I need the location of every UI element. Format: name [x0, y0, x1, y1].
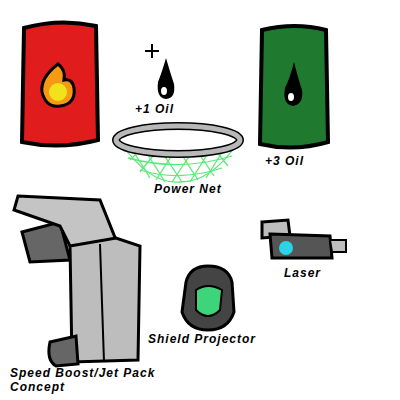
plus-sign [145, 44, 159, 58]
red-barrel [22, 22, 98, 145]
net-rim-outline [116, 126, 240, 154]
shield-projector [182, 266, 234, 330]
item-label: +3 Oil [265, 154, 304, 168]
laser-barrel [330, 240, 346, 252]
jet-seam [100, 244, 104, 362]
laser-body [270, 234, 332, 258]
laser-lens [279, 241, 293, 255]
item-label: Laser [284, 266, 321, 280]
green-barrel [260, 26, 328, 148]
item-label: Speed Boost/Jet Pack Concept [10, 366, 185, 394]
shield-core [196, 286, 222, 316]
drop-highlight [288, 93, 294, 101]
net-rim [116, 126, 240, 154]
item-label: Shield Projector [148, 332, 256, 346]
oil-drop [284, 62, 302, 106]
oil-drop [158, 58, 175, 99]
flame-core [49, 83, 67, 101]
jet-exhaust [49, 336, 78, 366]
item-label: Power Net [154, 182, 222, 196]
drop-highlight [161, 87, 167, 95]
flame-icon [42, 64, 74, 106]
jet-body [70, 238, 140, 362]
item-label: +1 Oil [135, 102, 174, 116]
